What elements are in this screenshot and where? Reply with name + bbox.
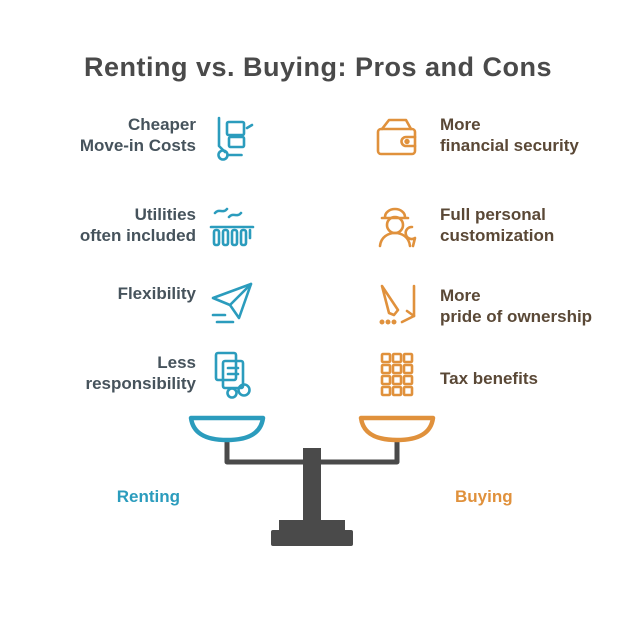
- label-line: customization: [440, 226, 555, 245]
- label-line: Cheaper: [127, 115, 196, 134]
- label-line: financial security: [440, 136, 579, 155]
- label-line: pride of ownership: [440, 307, 593, 326]
- renting-item-label: Utilities often included: [16, 204, 196, 246]
- label-line: often included: [79, 226, 196, 245]
- scale-base-bottom: [271, 530, 353, 546]
- label-line: More: [440, 286, 481, 305]
- building-icon: [368, 346, 424, 404]
- paper-plane-icon: [203, 272, 259, 330]
- buying-scale-label: Buying: [455, 487, 513, 506]
- buying-item-label: More pride of ownership: [440, 285, 620, 327]
- worker-icon: [368, 197, 424, 255]
- buying-pan: [358, 415, 436, 443]
- renting-item-label: Cheaper Move-in Costs: [26, 114, 196, 156]
- label-line: Tax benefits: [440, 369, 538, 388]
- wallet-icon: [368, 108, 424, 166]
- buying-item-label: Full personal customization: [440, 204, 620, 246]
- label-line: More: [440, 115, 481, 134]
- label-line: Utilities: [134, 205, 196, 224]
- buying-item-label: Tax benefits: [440, 368, 620, 389]
- pen-ruler-icon: [368, 274, 424, 332]
- documents-icon: [203, 344, 259, 402]
- renting-item-label: Flexibility: [26, 283, 196, 304]
- label-line: responsibility: [85, 374, 196, 393]
- label-line: Flexibility: [117, 284, 196, 303]
- buying-item-label: More financial security: [440, 114, 620, 156]
- hand-truck-icon: [203, 108, 259, 166]
- renting-scale-label: Renting: [116, 487, 180, 506]
- label-line: Less: [157, 353, 196, 372]
- label-line: Move-in Costs: [79, 136, 196, 155]
- renting-pan: [188, 415, 266, 443]
- label-line: Full personal: [440, 205, 546, 224]
- renting-item-label: Less responsibility: [26, 352, 196, 394]
- balance-scale: [188, 415, 436, 546]
- scale-base-top: [279, 520, 345, 531]
- page-title: Renting vs. Buying: Pros and Cons: [83, 52, 553, 82]
- radiator-icon: [203, 197, 259, 255]
- scale-post: [303, 448, 321, 526]
